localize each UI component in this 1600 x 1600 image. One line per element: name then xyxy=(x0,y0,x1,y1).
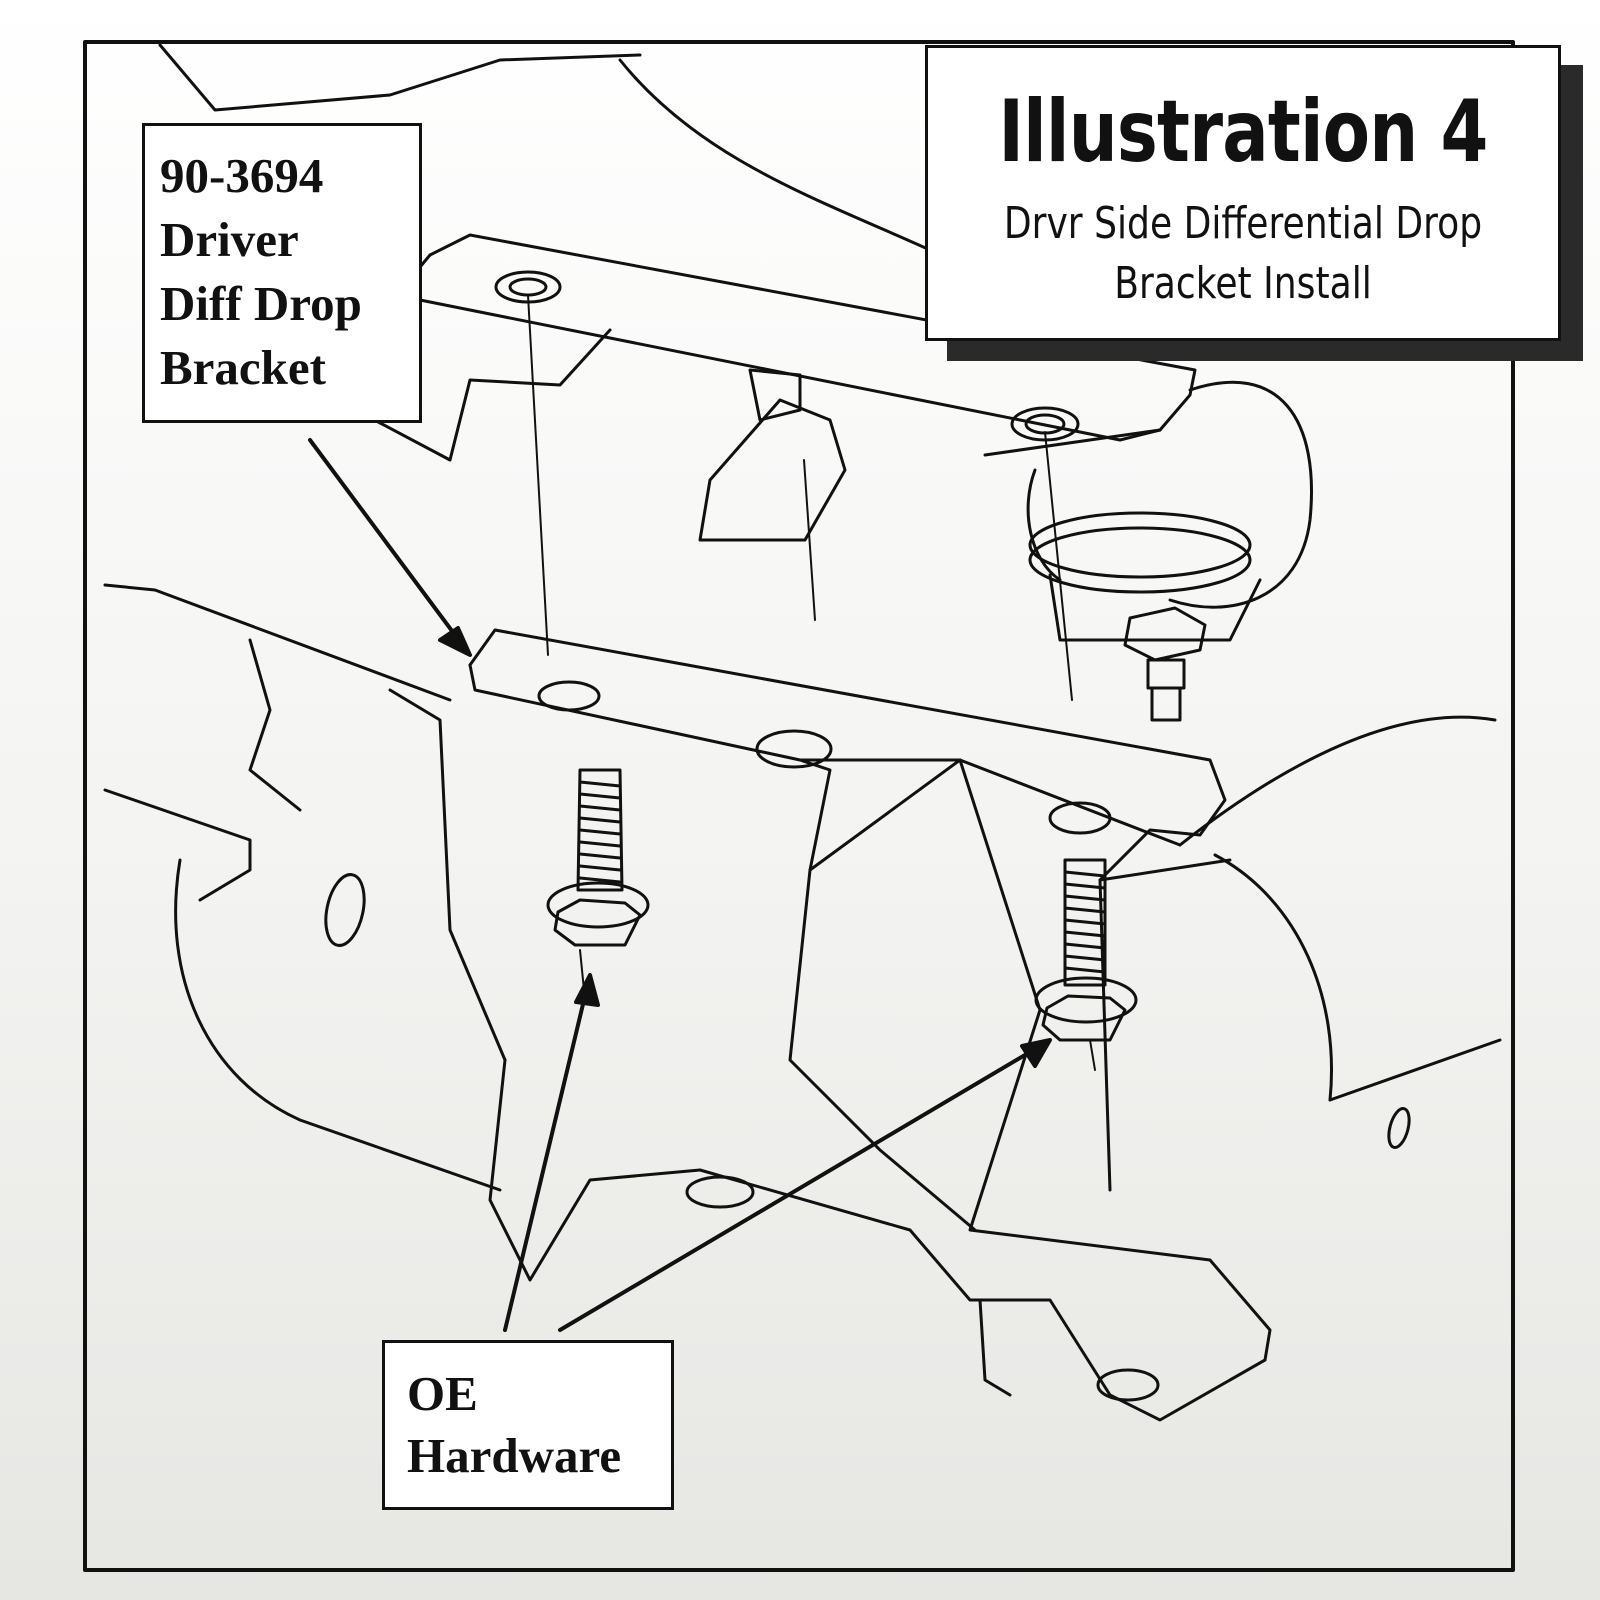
part-label-line: Driver xyxy=(160,212,299,267)
illustration-frame xyxy=(83,40,1515,1572)
hardware-label-line: Hardware xyxy=(407,1428,622,1483)
differential-mount xyxy=(1026,380,1313,722)
bracket-holes xyxy=(537,680,1411,1402)
part-label-line: Diff Drop xyxy=(160,276,362,331)
hardware-label-line: OE xyxy=(407,1366,478,1421)
hardware-callout-box: OE Hardware xyxy=(382,1340,674,1510)
part-number: 90-3694 xyxy=(160,148,324,203)
illustration-title-box: Illustration 4 Drvr Side Differential Dr… xyxy=(925,45,1561,341)
hardware-leader-arrow-right xyxy=(558,1038,1052,1332)
illustration-title: Illustration 4 xyxy=(998,82,1488,182)
part-label-line: Bracket xyxy=(160,340,326,395)
alignment-lines xyxy=(527,294,1096,1071)
diff-drop-bracket xyxy=(468,628,1502,1422)
oe-bolt-right xyxy=(1034,858,1138,1042)
lower-frame-rail xyxy=(103,583,507,1192)
part-leader-arrow xyxy=(308,438,472,657)
illustration-subtitle: Drvr Side Differential Drop Bracket Inst… xyxy=(1003,198,1483,309)
part-callout-box: 90-3694 Driver Diff Drop Bracket xyxy=(142,123,422,423)
oe-bolt-left xyxy=(546,768,650,947)
hardware-leader-arrow-left xyxy=(503,973,600,1332)
